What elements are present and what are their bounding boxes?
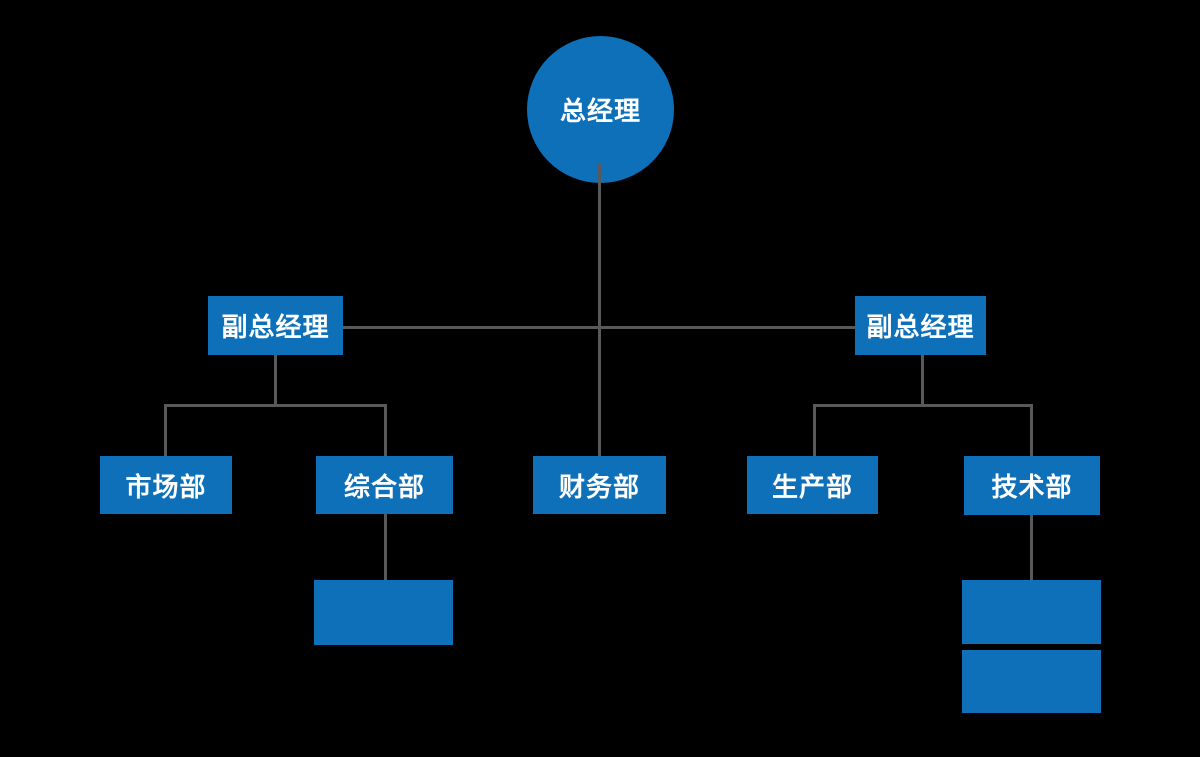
dept-marketing-label: 市场部 bbox=[125, 471, 207, 502]
dept-production-node[interactable]: 生产部 bbox=[747, 456, 878, 514]
dept-general-node[interactable]: 综合部 bbox=[316, 456, 453, 514]
empty-node-under-technology-1[interactable] bbox=[962, 580, 1101, 644]
dept-production-label: 生产部 bbox=[771, 471, 853, 502]
vp-right-node[interactable]: 副总经理 bbox=[855, 296, 986, 355]
connector-general-child-drop bbox=[384, 514, 387, 580]
dept-general-label: 综合部 bbox=[343, 471, 425, 502]
connector-production-drop bbox=[813, 404, 816, 456]
dept-marketing-node[interactable]: 市场部 bbox=[100, 456, 232, 514]
dept-finance-node[interactable]: 财务部 bbox=[533, 456, 666, 514]
connector-left-branch-horizontal bbox=[164, 404, 387, 407]
vp-left-label: 副总经理 bbox=[221, 312, 330, 342]
dept-technology-node[interactable]: 技术部 bbox=[964, 456, 1100, 515]
connector-vp-right-drop bbox=[921, 355, 924, 407]
connector-marketing-drop bbox=[164, 404, 167, 456]
dept-finance-label: 财务部 bbox=[558, 471, 640, 502]
empty-node-under-general[interactable] bbox=[314, 580, 453, 645]
vp-left-node[interactable]: 副总经理 bbox=[208, 296, 343, 355]
empty-node-under-technology-2[interactable] bbox=[962, 650, 1101, 713]
connector-vp-left-drop bbox=[274, 355, 277, 407]
dept-technology-label: 技术部 bbox=[991, 472, 1073, 502]
connector-general-drop bbox=[384, 404, 387, 456]
connector-technology-drop bbox=[1030, 404, 1033, 456]
vp-right-label: 副总经理 bbox=[866, 312, 975, 342]
connector-right-branch-horizontal bbox=[813, 404, 1033, 407]
org-root-label: 总经理 bbox=[559, 96, 641, 126]
connector-main-horizontal bbox=[343, 326, 855, 329]
org-root-node[interactable]: 总经理 bbox=[527, 36, 674, 183]
connector-technology-child-drop bbox=[1030, 515, 1033, 580]
connector-root-vertical bbox=[598, 164, 601, 456]
